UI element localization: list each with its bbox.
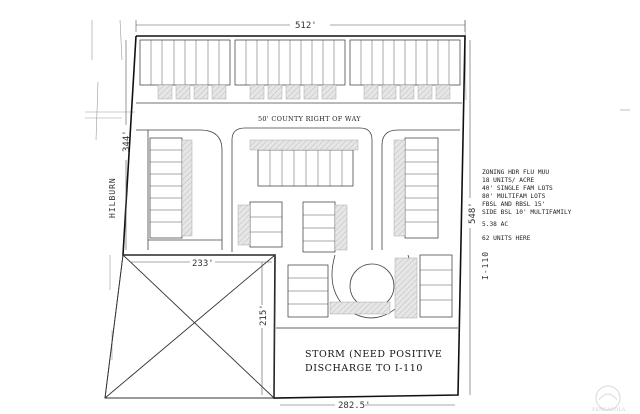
east-unit-cluster (393, 137, 439, 239)
dimension-lines (125, 20, 471, 406)
top-driveways (157, 84, 451, 100)
county-row-label: 50' COUNTY RIGHT OF WAY (258, 115, 361, 123)
storm-label-line2: DISCHARGE TO I-110 (305, 363, 423, 374)
west-street-label: HILBURN (108, 177, 117, 218)
note-line: SIDE BSL 10' MULTIFAMILY (482, 209, 572, 216)
note-line: FBSL AND RBSL 15' (482, 201, 545, 208)
note-line: 40' SINGLE FAM LOTS (482, 185, 553, 192)
dim-top: 512' (295, 21, 317, 31)
note-line: 5.38 AC (482, 221, 508, 228)
context-lines (85, 19, 630, 360)
culdesac-units (287, 254, 453, 319)
west-unit-cluster (149, 137, 193, 239)
top-townhouse-rows (139, 39, 461, 86)
storm-parcel-x (104, 254, 276, 399)
watermark-logo: PENSACOLA (592, 385, 626, 413)
road-curbs (136, 102, 462, 252)
dim-right: 548' (468, 202, 478, 224)
note-line: 62 UNITS HERE (482, 235, 531, 242)
watermark-text: PENSACOLA (592, 407, 626, 413)
note-line: 80' MULTIFAM LOTS (482, 193, 546, 200)
dim-bottom: 282.5' (338, 401, 371, 411)
dim-left: 344' (122, 130, 132, 152)
dim-middle: 233' (192, 259, 214, 269)
center-unit-cluster (237, 139, 359, 253)
note-line: ZONING HDR FLU MUU (482, 169, 549, 176)
storm-label-line1: STORM (NEED POSITIVE (305, 349, 442, 360)
zoning-notes: ZONING HDR FLU MUU 18 UNITS/ ACRE 40' SI… (482, 169, 572, 242)
note-line: 18 UNITS/ ACRE (482, 177, 534, 184)
dim-vertical: 215' (259, 304, 269, 326)
east-street-label: I-110 (481, 251, 490, 280)
